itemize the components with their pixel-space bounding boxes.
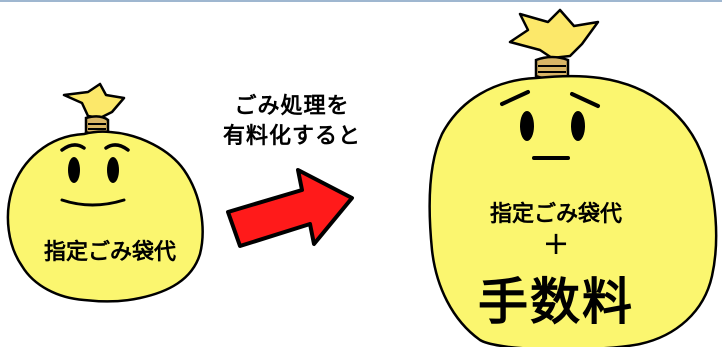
large-bag-body bbox=[428, 74, 718, 347]
large-garbage-bag bbox=[428, 8, 718, 347]
red-arrow bbox=[226, 168, 354, 248]
small-bag-body bbox=[6, 130, 204, 303]
plus-sign: + bbox=[542, 224, 570, 262]
small-bag-eyebrow-left bbox=[60, 143, 86, 152]
caption-line-2: 有料化すると bbox=[222, 124, 361, 149]
large-bag-label: 指定ごみ袋代 bbox=[489, 202, 622, 227]
small-garbage-bag bbox=[6, 82, 204, 303]
caption-line-1: ごみ処理を bbox=[234, 94, 350, 119]
small-bag-eyebrow-right bbox=[104, 143, 130, 152]
top-border bbox=[0, 0, 722, 2]
caption: ごみ処理を 有料化すると bbox=[192, 92, 392, 152]
large-bag-eye-left bbox=[520, 111, 534, 141]
large-bag-knot-top bbox=[508, 8, 600, 60]
large-bag-eye-right bbox=[571, 111, 585, 141]
small-bag-eye-left bbox=[68, 157, 80, 183]
small-bag-knot-top bbox=[62, 82, 126, 120]
large-bag-eyebrow-right bbox=[570, 92, 600, 108]
small-bag-label: 指定ごみ袋代 bbox=[43, 240, 176, 265]
fee-label: 手数料 bbox=[478, 273, 634, 331]
small-bag-eye-right bbox=[107, 157, 119, 183]
small-bag-mouth bbox=[60, 198, 126, 207]
large-bag-eyebrow-left bbox=[500, 90, 530, 106]
